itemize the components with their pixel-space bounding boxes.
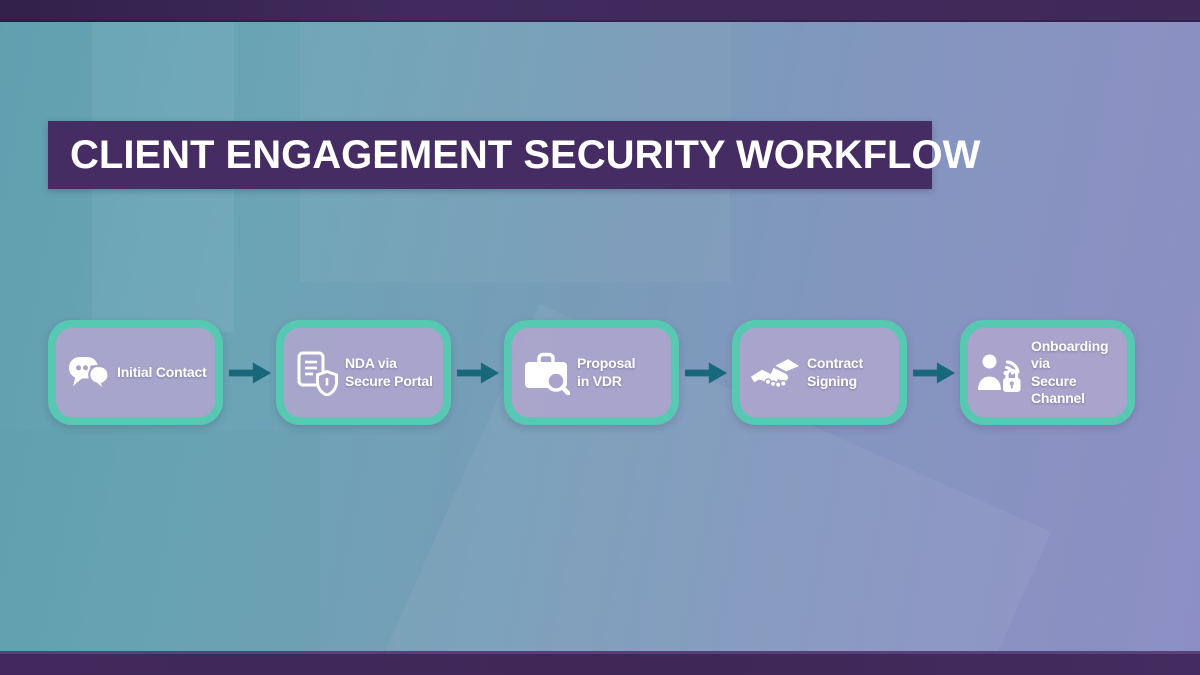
flow-connector — [451, 360, 504, 386]
handshake-icon — [750, 354, 800, 392]
step-label: Onboarding via Secure Channel — [1031, 337, 1109, 407]
step-label: Initial Contact — [117, 363, 207, 380]
step-label: Contract Signing — [807, 355, 863, 389]
flow-connector — [907, 360, 960, 386]
arrow-right-icon — [228, 361, 271, 384]
chat-bubbles-icon — [66, 354, 110, 392]
step-initial-contact: Initial Contact — [48, 320, 223, 425]
step-nda-secure-portal: NDA via Secure Portal — [276, 320, 451, 425]
document-shield-icon — [294, 350, 338, 396]
flow-connector — [679, 360, 732, 386]
workflow-diagram: Initial Contact NDA via Secure Portal — [48, 320, 1135, 425]
bottom-accent-band — [0, 651, 1200, 675]
step-label: NDA via Secure Portal — [345, 355, 433, 389]
arrow-right-icon — [684, 361, 727, 384]
arrow-right-icon — [456, 361, 499, 384]
step-contract-signing: Contract Signing — [732, 320, 907, 425]
arrow-right-icon — [912, 361, 955, 384]
step-onboarding-secure-channel: Onboarding via Secure Channel — [960, 320, 1135, 425]
step-label: Proposal in VDR — [577, 355, 636, 389]
flow-connector — [223, 360, 276, 386]
briefcase-search-icon — [522, 351, 570, 395]
top-accent-band — [0, 0, 1200, 22]
user-lock-signal-icon — [978, 351, 1024, 395]
title-bar: CLIENT ENGAGEMENT SECURITY WORKFLOW — [48, 121, 980, 189]
page-title: CLIENT ENGAGEMENT SECURITY WORKFLOW — [70, 132, 981, 177]
background-shape — [0, 430, 320, 675]
step-proposal-vdr: Proposal in VDR — [504, 320, 679, 425]
